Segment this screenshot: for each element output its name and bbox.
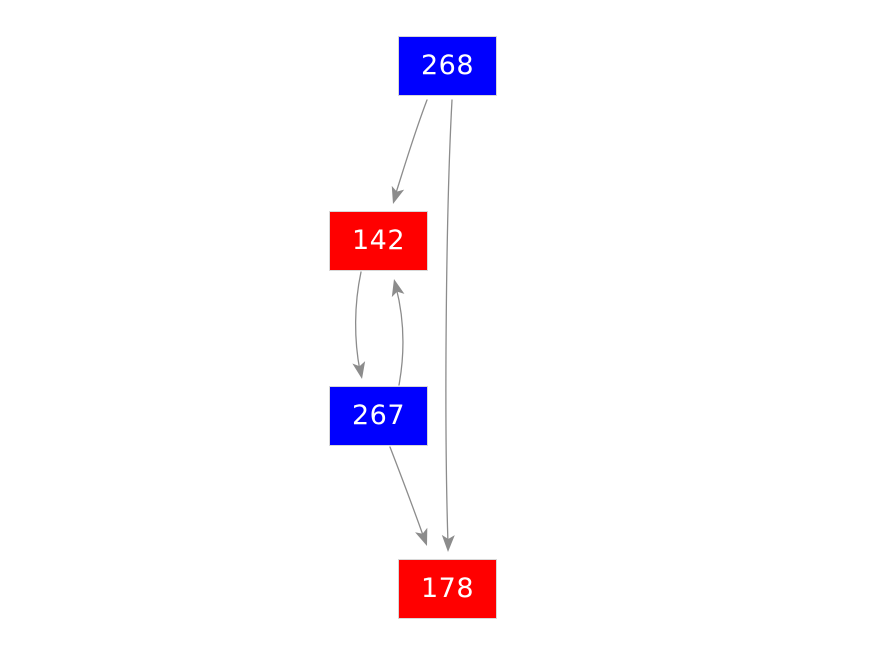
- graph-node-178[interactable]: 178: [398, 559, 497, 619]
- graph-node-label: 268: [420, 49, 475, 81]
- graph-node-label: 142: [351, 224, 406, 256]
- edge-arrowhead: [391, 185, 405, 204]
- graph-edge-267-to-142: [391, 279, 405, 386]
- graph-node-267[interactable]: 267: [329, 386, 428, 446]
- graph-node-label: 178: [420, 572, 475, 604]
- edge-arrowhead: [415, 527, 428, 546]
- edge-arrowhead: [441, 534, 455, 552]
- graph-edge-268-to-142: [391, 99, 428, 204]
- graph-edge-268-to-178: [441, 99, 455, 552]
- graph-node-142[interactable]: 142: [329, 211, 428, 271]
- graph-node-268[interactable]: 268: [398, 36, 497, 96]
- edge-arrowhead: [352, 361, 366, 379]
- graph-edge-142-to-267: [352, 271, 366, 379]
- edge-arrowhead: [391, 279, 405, 298]
- graph-node-label: 267: [351, 399, 406, 431]
- graph-edge-267-to-178: [389, 446, 428, 546]
